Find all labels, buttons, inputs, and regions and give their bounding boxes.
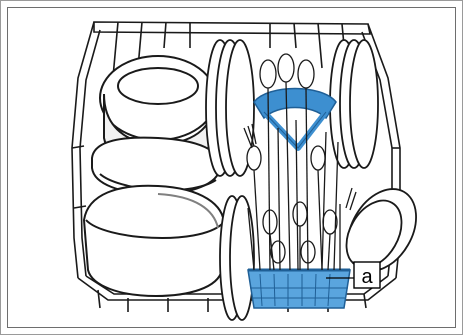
dishwasher-basket-illustration: a [8,8,456,328]
plates-right [330,40,430,283]
callout-a-label: a [361,266,373,288]
bowl-bottom-left [84,186,224,296]
figure-border: a [7,7,456,328]
